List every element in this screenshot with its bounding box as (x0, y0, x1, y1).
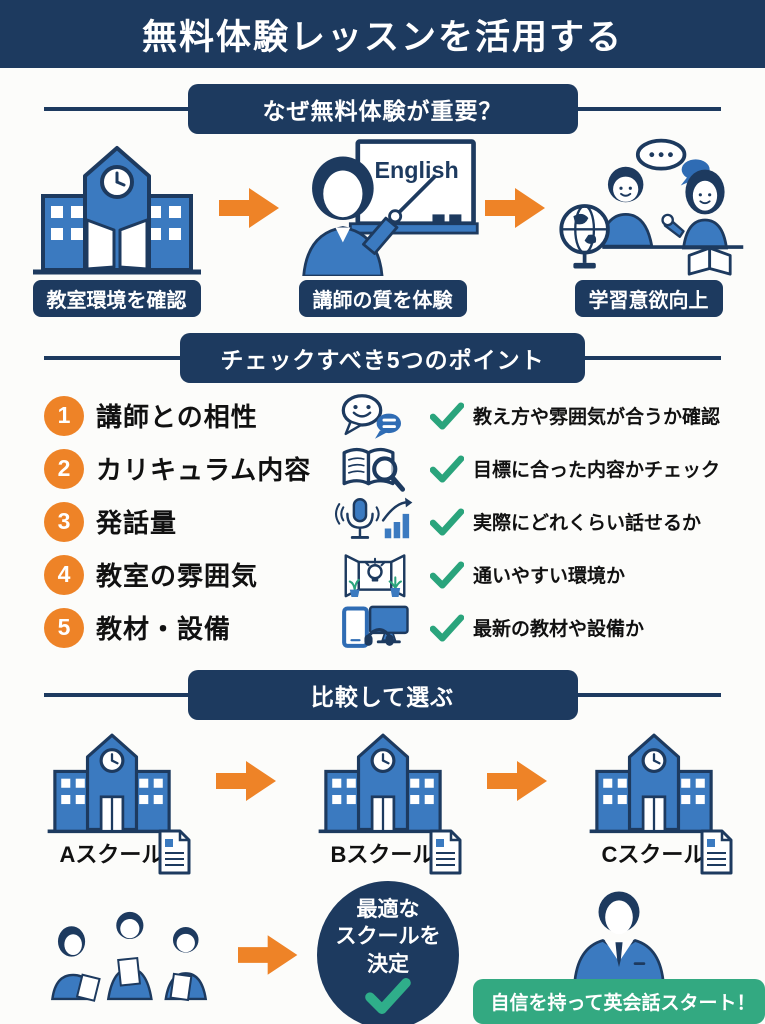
start-badge: 自信を持って英会話スタート！ (473, 978, 765, 1024)
item-label: 教室の雰囲気 (96, 561, 259, 591)
school-b: Bスクール (280, 726, 485, 875)
school-label: Bスクール (330, 842, 435, 867)
document-icon (700, 829, 733, 875)
arrow-right-icon (218, 188, 279, 228)
item-description: 教え方や雰囲気が合うか確認 (473, 407, 721, 428)
why-steps-row: 教室環境を確認 English 講師の質を体験 (0, 136, 765, 317)
check-icon (430, 560, 464, 589)
school-building-icon (589, 733, 718, 834)
board-text: English (374, 157, 458, 183)
check-icon (430, 401, 464, 430)
schools-row: Aスクール (0, 726, 765, 875)
school-building-icon (47, 733, 176, 834)
checklist-item-5: 5 教材・設備 最新の教材や設備か (44, 601, 745, 654)
checklist-item-3: 3 発話量 (44, 495, 745, 548)
classroom-lightbulb-icon (344, 553, 406, 597)
check-icon (430, 613, 464, 642)
step-label-teacher: 講師の質を体験 (298, 280, 467, 317)
arrow-right-icon (237, 935, 298, 975)
school-label: Cスクール (601, 842, 706, 867)
item-number: 2 (44, 448, 84, 489)
page-title: 無料体験レッスンを活用する (141, 17, 623, 57)
item-label: 講師との相性 (96, 402, 258, 432)
school-c: Cスクール (551, 726, 756, 875)
school-label: Aスクール (59, 842, 164, 867)
chat-bubbles-icon (341, 393, 401, 439)
item-label: カリキュラム内容 (96, 455, 312, 485)
item-description: 目標に合った内容かチェック (473, 460, 721, 481)
arrow-right-icon (487, 761, 547, 801)
checklist: 1 講師との相性 教え方や雰囲気が合うか確認 (44, 389, 745, 654)
school-a: Aスクール (9, 726, 214, 875)
start-badge-text: 自信を持って英会話スタート！ (490, 992, 756, 1014)
start-column: 自信を持って英会話スタート！ (473, 887, 765, 1024)
teacher-whiteboard-icon: English (301, 139, 479, 276)
decision-row: 最適な スクールを 決定 自信を持って英会話スタート！ (0, 881, 765, 1024)
section-header-compare: 比較して選ぶ (44, 670, 721, 720)
document-icon (158, 829, 191, 875)
item-number: 5 (44, 607, 84, 648)
page-header: 無料体験レッスンを活用する (0, 0, 765, 68)
checklist-item-4: 4 教室の雰囲気 (44, 548, 745, 601)
step-classroom: 教室環境を確認 (15, 136, 219, 317)
check-icon (365, 977, 411, 1014)
section-title-why: なぜ無料体験が重要？ (187, 84, 578, 134)
step-label-motivation: 学習意欲向上 (574, 280, 723, 317)
arrow-right-icon (484, 188, 545, 228)
item-label: 教材・設備 (96, 614, 232, 644)
check-icon (430, 454, 464, 483)
item-description: 通いやすい環境か (473, 566, 626, 587)
item-label: 発話量 (96, 508, 178, 538)
document-icon (429, 829, 462, 875)
microphone-chart-icon (334, 497, 413, 539)
book-magnifier-icon (342, 447, 406, 492)
item-number: 1 (44, 395, 84, 436)
item-number: 3 (44, 501, 84, 542)
checklist-item-1: 1 講師との相性 教え方や雰囲気が合うか確認 (44, 389, 745, 442)
section-title-checklist: チェックすべき5つのポイント (180, 333, 585, 383)
item-description: 最新の教材や設備か (473, 619, 645, 640)
businessman-icon (573, 890, 665, 985)
checklist-item-2: 2 カリキュラム内容 目標に合った内容かチェック (44, 442, 745, 495)
devices-headphones-icon (342, 605, 409, 648)
step-motivation: 学習意欲向上 (547, 136, 751, 317)
check-icon (430, 507, 464, 536)
section-header-why: なぜ無料体験が重要？ (44, 84, 721, 134)
decision-line-1: 最適な (356, 898, 420, 922)
decision-circle: 最適な スクールを 決定 (317, 881, 459, 1024)
item-number: 4 (44, 554, 84, 595)
people-comparing-icon (51, 911, 208, 1002)
school-building-icon (318, 733, 447, 834)
decision-line-3: 決定 (367, 952, 409, 976)
step-label-classroom: 教室環境を確認 (32, 280, 201, 317)
decision-line-2: スクールを (335, 925, 441, 949)
students-learning-icon (558, 138, 743, 276)
item-description: 実際にどれくらい話せるか (473, 513, 702, 534)
arrow-right-icon (216, 761, 276, 801)
school-building-icon (32, 146, 201, 275)
section-title-compare: 比較して選ぶ (187, 670, 578, 720)
step-teacher: English 講師の質を体験 (281, 136, 485, 317)
section-header-checklist: チェックすべき5つのポイント (44, 333, 721, 383)
